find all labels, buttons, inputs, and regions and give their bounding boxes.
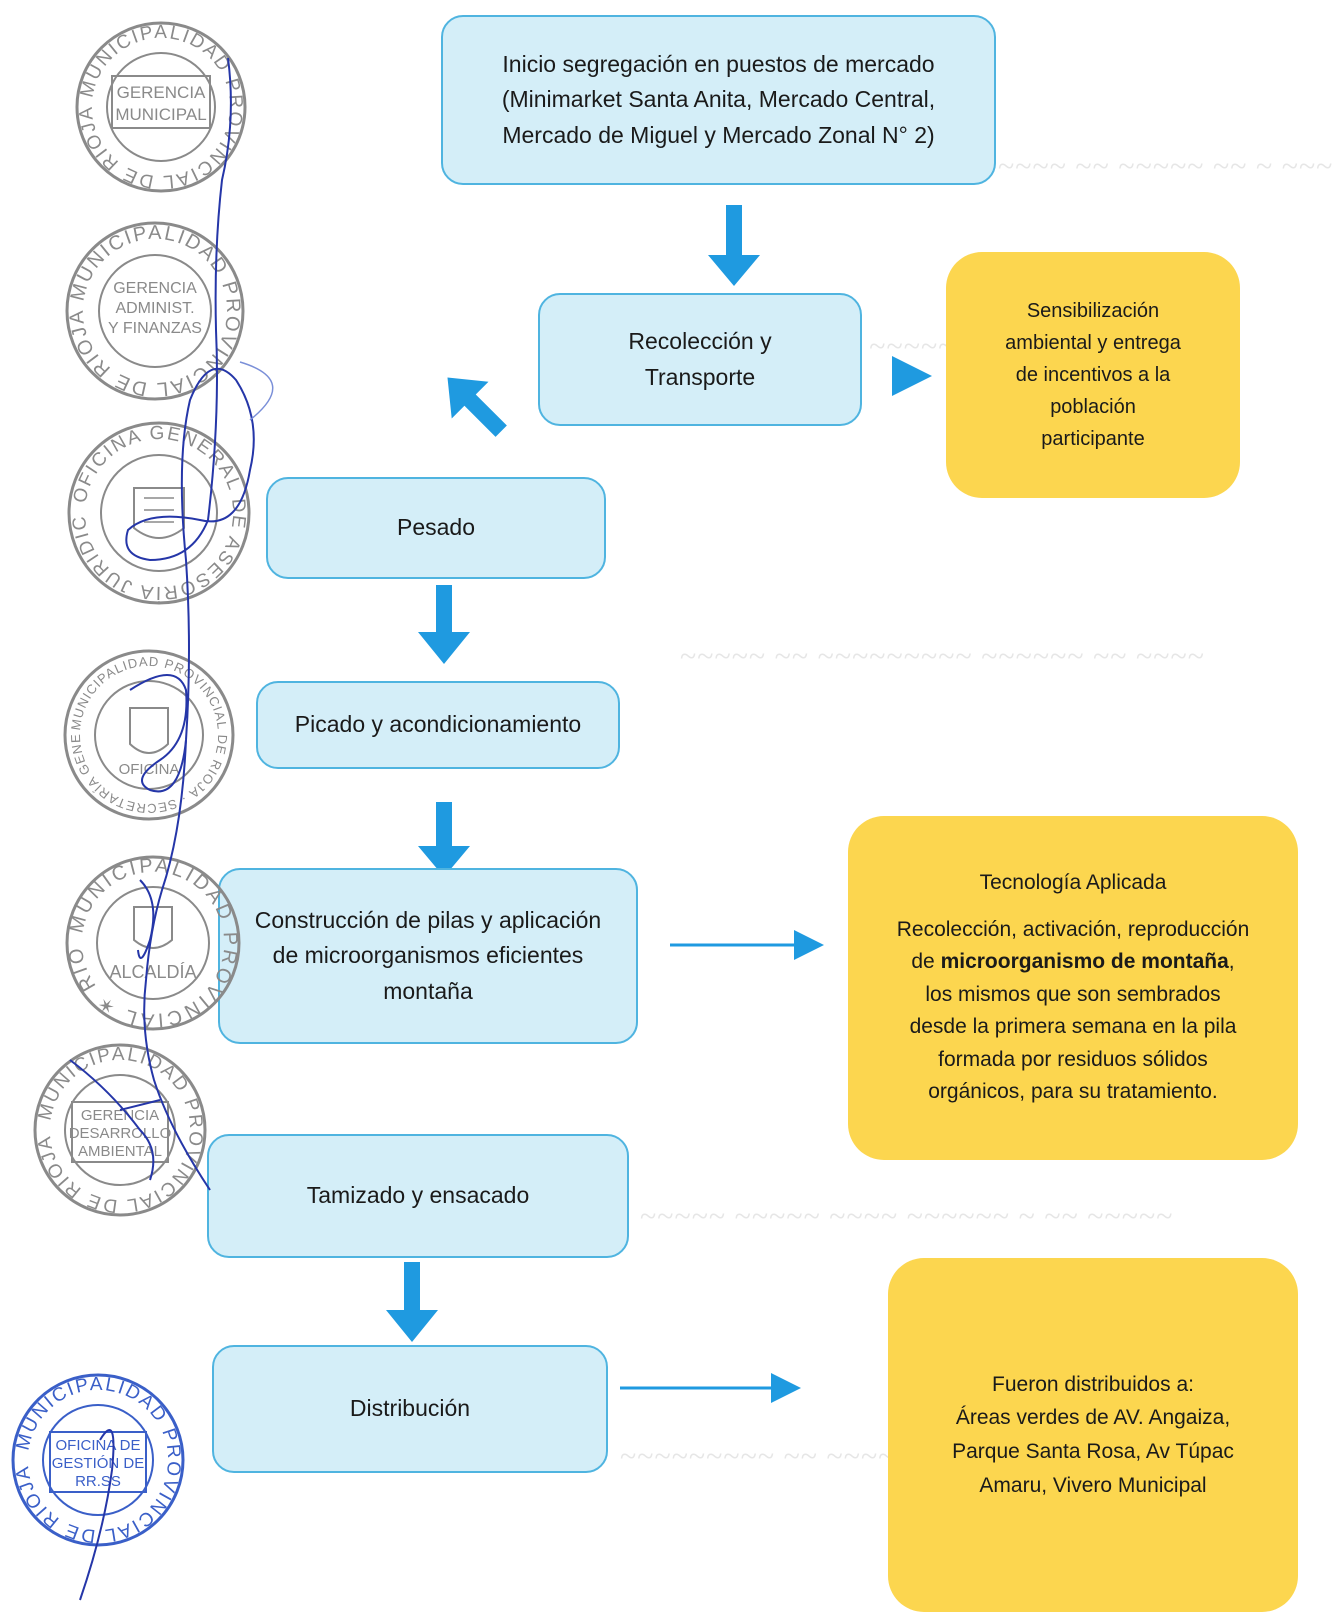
svg-text:ALCALDÍA: ALCALDÍA bbox=[109, 962, 196, 982]
down-arrow-3 bbox=[418, 585, 470, 664]
note-tecnologia-title: Tecnología Aplicada bbox=[979, 871, 1167, 895]
step-recoleccion-line-2: Transporte bbox=[644, 363, 756, 390]
stamp-gestion-rrss: MUNICIPALIDAD PROVINCIAL DE RIOJA ✶ OFIC… bbox=[8, 1370, 185, 1547]
step-inicio: Inicio segregación en puestos de mercado… bbox=[441, 15, 996, 185]
note-sensibilizacion-line-3: de incentivos a la bbox=[1015, 364, 1171, 386]
note-sensibilizacion-line-5: participante bbox=[1041, 428, 1145, 450]
step-inicio-line-3: Mercado de Miguel y Mercado Zonal N° 2) bbox=[502, 121, 935, 148]
step-picado: Picado y acondicionamiento bbox=[256, 681, 620, 769]
stamp-gerencia-administracion: MUNICIPALIDAD PROVINCIAL DE RIOJA ✶ GERE… bbox=[62, 218, 245, 401]
note-tecnologia-line-6: orgánicos, para su tratamiento. bbox=[928, 1080, 1218, 1104]
svg-text:GERENCIA: GERENCIA bbox=[81, 1107, 159, 1124]
down-arrow-4 bbox=[418, 802, 470, 877]
note-sensibilizacion-line-1: Sensibilización bbox=[1026, 300, 1160, 322]
note-tecnologia-line-5: formada por residuos sólidos bbox=[938, 1047, 1208, 1071]
step-construccion-line-3: montaña bbox=[383, 977, 473, 1004]
note-tecnologia-line-1: Recolección, activación, reproducción bbox=[896, 917, 1250, 941]
note-tecnologia-bold: microorganismo de montaña bbox=[940, 950, 1229, 974]
step-inicio-line-1: Inicio segregación en puestos de mercado bbox=[502, 50, 935, 77]
note-distribuidos-line-4: Amaru, Vivero Municipal bbox=[979, 1473, 1207, 1497]
note-tecnologia-line-2-pre: de bbox=[911, 950, 941, 974]
stamp-alcaldia: MUNICIPALIDAD PROVINCIAL ✶ RIOJA ✶ ALCAL… bbox=[62, 852, 241, 1031]
svg-text:Y FINANZAS: Y FINANZAS bbox=[108, 320, 202, 337]
step-construccion-line-1: Construcción de pilas y aplicación bbox=[254, 906, 602, 933]
stamp-gerencia-municipal: MUNICIPALIDAD PROVINCIAL DE RIOJA ✶ GERE… bbox=[72, 18, 247, 193]
svg-text:ADMINIST.: ADMINIST. bbox=[115, 300, 194, 317]
note-distribuidos-line-2: Áreas verdes de AV. Angaiza, bbox=[955, 1406, 1231, 1430]
step-pesado-label: Pesado bbox=[396, 514, 475, 541]
diagonal-arrow-2 bbox=[447, 377, 507, 437]
note-tecnologia-line-2-post: , bbox=[1228, 950, 1235, 974]
note-sensibilizacion: Sensibilización ambiental y entrega de i… bbox=[946, 252, 1240, 498]
step-construccion: Construcción de pilas y aplicación de mi… bbox=[218, 868, 638, 1044]
note-tecnologia-line-3: los mismos que son sembrados bbox=[925, 982, 1221, 1006]
svg-text:MUNICIPALIDAD PROVINCIAL ✶ RIO: MUNICIPALIDAD PROVINCIAL ✶ RIOJA ✶ bbox=[62, 852, 241, 1031]
down-arrow-6 bbox=[386, 1262, 438, 1342]
svg-text:GERENCIA: GERENCIA bbox=[113, 280, 197, 297]
note-distribuidos-line-3: Parque Santa Rosa, Av Túpac bbox=[952, 1440, 1234, 1463]
svg-text:AMBIENTAL: AMBIENTAL bbox=[78, 1143, 162, 1160]
note-sensibilizacion-line-4: población bbox=[1050, 396, 1136, 418]
svg-text:OFICINA: OFICINA bbox=[119, 761, 180, 778]
svg-text:RR.SS: RR.SS bbox=[75, 1473, 121, 1490]
svg-text:DESARROLLO: DESARROLLO bbox=[69, 1125, 172, 1142]
stamp-desarrollo-ambiental: MUNICIPALIDAD PROVINCIAL DE RIOJA ✶ GERE… bbox=[30, 1040, 207, 1217]
svg-text:OFICINA DE: OFICINA DE bbox=[55, 1437, 140, 1454]
step-construccion-line-2: de microorganismos eficientes bbox=[272, 942, 584, 969]
step-tamizado-label: Tamizado y ensacado bbox=[306, 1182, 530, 1209]
step-tamizado: Tamizado y ensacado bbox=[207, 1134, 629, 1258]
svg-text:MUNICIPAL: MUNICIPAL bbox=[115, 105, 206, 124]
step-distribucion-label: Distribución bbox=[349, 1395, 471, 1422]
note-distribuidos-line-1: Fueron distribuidos a: bbox=[992, 1372, 1194, 1396]
step-recoleccion-line-1: Recolección y bbox=[628, 327, 772, 354]
stamp-asesoria-juridica: OFICINA GENERAL DE ASESORÍA JURÍDICA ✶ bbox=[64, 418, 251, 605]
note-tecnologia-line-4: desde la primera semana en la pila bbox=[909, 1015, 1237, 1039]
note-tecnologia-line-2: de microorganismo de montaña, bbox=[911, 946, 1234, 979]
step-pesado: Pesado bbox=[266, 477, 606, 579]
stamp-secretaria-general: MUNICIPALIDAD PROVINCIAL DE RIOJA · SECR… bbox=[60, 646, 235, 821]
down-arrow-1 bbox=[708, 205, 760, 286]
step-picado-label: Picado y acondicionamiento bbox=[294, 711, 582, 738]
note-sensibilizacion-line-2: ambiental y entrega bbox=[1005, 332, 1181, 354]
step-recoleccion: Recolección y Transporte bbox=[538, 293, 862, 426]
note-distribuidos: Fueron distribuidos a: Áreas verdes de A… bbox=[888, 1258, 1298, 1612]
note-tecnologia: Tecnología Aplicada Recolección, activac… bbox=[848, 816, 1298, 1160]
svg-text:GERENCIA: GERENCIA bbox=[117, 83, 206, 102]
step-distribucion: Distribución bbox=[212, 1345, 608, 1473]
step-inicio-line-2: (Minimarket Santa Anita, Mercado Central… bbox=[501, 86, 936, 113]
svg-text:GESTIÓN DE: GESTIÓN DE bbox=[52, 1455, 145, 1472]
